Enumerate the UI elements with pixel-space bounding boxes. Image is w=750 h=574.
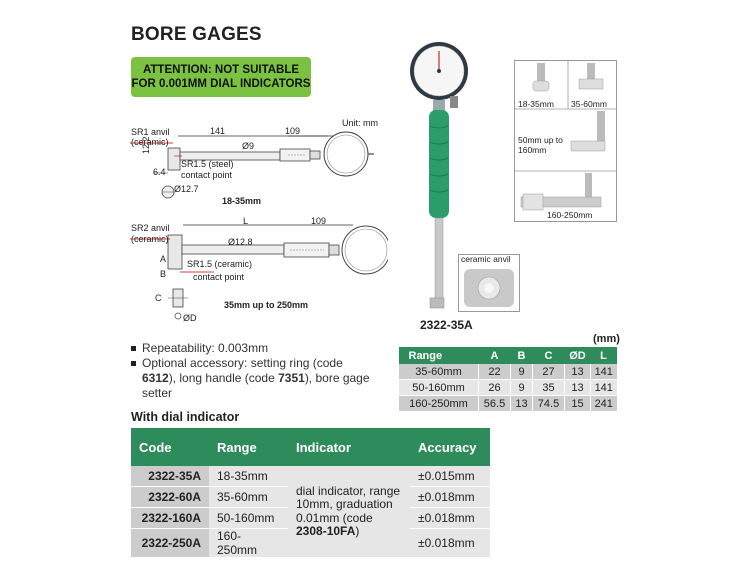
header-code: Code xyxy=(131,428,209,466)
d1-109-label: 109 xyxy=(285,126,301,136)
range-photo-label-2: 35-60mm xyxy=(571,99,607,109)
d1-127-label: Ø12.7 xyxy=(174,184,199,194)
technical-drawing xyxy=(130,131,388,320)
d2-B-label: B xyxy=(160,269,167,279)
bullet-square-icon xyxy=(131,361,136,366)
spec-header-range: Range xyxy=(398,347,479,364)
d1-dia-label: Ø9 xyxy=(242,141,255,151)
product-header-row: Code Range Indicator Accuracy xyxy=(131,428,490,466)
model-label: 2322-35A xyxy=(420,318,473,332)
d2-A-label: A xyxy=(160,254,167,264)
drawing-18-35 xyxy=(130,131,374,199)
range-photo-label-4: 160-250mm xyxy=(547,210,593,220)
feature-bullets: Repeatability: 0.003mm Optional accessor… xyxy=(131,341,376,401)
ceramic-anvil-label: ceramic anvil xyxy=(461,254,511,264)
d2-contact-label: contact point xyxy=(193,272,245,282)
sr2-ceramic-label: (ceramic) xyxy=(131,234,169,244)
d1-range-label: 18-35mm xyxy=(222,196,262,206)
unit-label: Unit: mm xyxy=(342,118,378,128)
d1-64-label: 6.4 xyxy=(153,167,166,177)
header-indicator: Indicator xyxy=(288,428,410,466)
d2-sr15-label: SR1.5 (ceramic) xyxy=(187,259,253,269)
d2-L-label: L xyxy=(243,216,249,226)
drawing-35-250 xyxy=(130,224,388,320)
d1-sr15-label: SR1.5 (steel) xyxy=(181,159,234,169)
ceramic-anvil-image xyxy=(464,269,514,307)
sr2-anvil-label: SR2 anvil xyxy=(131,223,170,233)
attention-line-1: ATTENTION: NOT SUITABLE xyxy=(142,64,300,76)
table-row: 2322-60A 35-60mm ±0.018mm xyxy=(131,486,490,508)
range-photos-panel: 18-35mm 35-60mm 50mm up to 160mm 160-250… xyxy=(514,60,617,222)
table-caption: With dial indicator xyxy=(131,410,240,424)
range-photo-label-1: 18-35mm xyxy=(518,99,554,109)
table-row: 2322-250A 160-250mm ±0.018mm xyxy=(131,528,490,558)
table-row: 2322-35A 18-35mm dial indicator, range 1… xyxy=(131,466,490,558)
d1-contact-label: contact point xyxy=(181,170,233,180)
attention-banner: ATTENTION: NOT SUITABLE FOR 0.001MM DIAL… xyxy=(131,57,311,97)
spec-header-L: L xyxy=(590,347,617,364)
range-photo-label-3: 50mm up to 160mm xyxy=(518,135,563,155)
table-row: 2322-160A 50-160mm ±0.018mm xyxy=(131,507,490,529)
d2-dia-label: Ø12.8 xyxy=(228,237,253,247)
spec-header-D: ØD xyxy=(564,347,591,364)
spec-header-B: B xyxy=(510,347,533,364)
product-table: Code Range Indicator Accuracy 2322-35A 1… xyxy=(131,428,490,558)
d2-109-label: 109 xyxy=(311,216,327,226)
header-range: Range xyxy=(209,428,288,466)
range-photos-image xyxy=(515,61,616,211)
bullet-square-icon xyxy=(131,346,136,351)
d1-length-label: 141 xyxy=(210,126,226,136)
sr1-anvil-label: SR1 anvil xyxy=(131,127,170,137)
bullet-repeatability: Repeatability: 0.003mm xyxy=(131,341,376,356)
d2-C-label: C xyxy=(155,293,162,303)
indicator-cell: dial indicator, range 10mm, graduation 0… xyxy=(288,466,410,558)
sr1-ceramic-label: (ceramic) xyxy=(131,137,169,147)
spec-header-C: C xyxy=(532,347,565,364)
bullet-accessory: Optional accessory: setting ring (code 6… xyxy=(131,356,376,401)
spec-header-row: Range A B C ØD L xyxy=(398,347,617,364)
d2-D-label: ØD xyxy=(183,313,197,323)
d2-range-label: 35mm up to 250mm xyxy=(224,300,309,310)
header-accuracy: Accuracy xyxy=(410,428,490,466)
spec-header-A: A xyxy=(478,347,511,364)
ceramic-anvil-inset: ceramic anvil xyxy=(458,254,520,312)
d1-122-label: 12.2 xyxy=(141,136,151,154)
bore-gage-image xyxy=(410,42,468,309)
spec-unit: (mm) xyxy=(593,333,620,345)
attention-line-2: FOR 0.001MM DIAL INDICATORS xyxy=(131,78,311,90)
page-title: BORE GAGES xyxy=(131,24,262,45)
